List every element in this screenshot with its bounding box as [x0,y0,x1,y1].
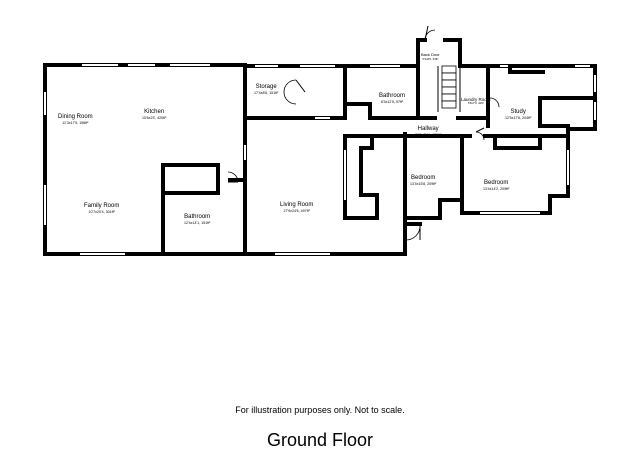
room-dims: 12'4x14'1, 151ft² [184,220,211,225]
windows [44,64,596,255]
room-name: Bedroom [484,180,509,186]
room-label-bedroom-2: Bedroom 13'4x14'2, 209ft² [483,180,509,191]
interior-walls [161,64,597,256]
room-label-bedroom-1: Bedroom 13'4x15'8, 209ft² [410,175,436,186]
room-name: Back Door [421,52,440,57]
room-name: Bathroom [184,214,211,220]
room-label-laundry: Laundry Room 5'6x7'3, 42ft² [461,97,491,105]
floor-title: Ground Floor [266,430,374,450]
room-label-bathroom-1: Bathroom 12'4x14'1, 151ft² [184,214,210,225]
room-label-dining: Dining Room 11'3x17'5, 196ft² [58,114,93,125]
room-name: Kitchen [144,109,165,115]
room-name: Study [510,109,526,115]
room-dims: 11'3x17'5, 196ft² [62,120,89,125]
room-dims: 13'4x14'2, 209ft² [483,186,510,191]
room-dims: 27'9x24'6, 497ft² [283,208,310,213]
room-label-kitchen: Kitchen 10'6x23', 420ft² [142,109,166,120]
room-dims: 8'3x12'5, 97ft² [380,99,404,104]
room-name: Living Room [280,202,314,208]
room-label-bathroom-2: Bathroom 8'3x12'5, 97ft² [379,93,405,104]
room-dims: 5'4x8'6, 33ft² [422,56,439,61]
room-label-hallway: Hallway 29'5x3'10, 129ft² [415,126,441,137]
room-label-living: Living Room 27'9x24'6, 497ft² [280,202,313,213]
room-dims: 17'4x8'6, 151ft² [254,90,279,95]
room-label-family: Family Room 10'7x20'4, 301ft² [84,203,119,214]
stairs [437,65,461,112]
disclaimer-text: For illustration purposes only. Not to s… [235,405,405,415]
room-name: Laundry Room [461,97,491,102]
room-label-study: Study 12'5x17'6, 204ft² [505,109,531,120]
room-dims: 29'5x3'10, 129ft² [415,132,442,137]
room-dims: 5'6x7'3, 42ft² [467,101,484,106]
room-label-back-door: Back Door 5'4x8'6, 33ft² [421,52,440,61]
room-dims: 13'4x15'8, 209ft² [410,181,437,186]
room-dims: 10'7x20'4, 301ft² [88,209,115,214]
room-name: Bedroom [411,175,436,181]
room-dims: 12'5x17'6, 204ft² [505,115,532,120]
room-name: Dining Room [58,114,93,120]
room-name: Bathroom [379,93,406,99]
room-name: Hallway [417,126,439,132]
room-dims: 10'6x23', 420ft² [142,115,167,120]
room-label-storage: Storage 17'4x8'6, 151ft² [254,84,278,95]
room-name: Family Room [84,203,120,209]
doors [227,25,500,241]
room-name: Storage [255,84,277,90]
